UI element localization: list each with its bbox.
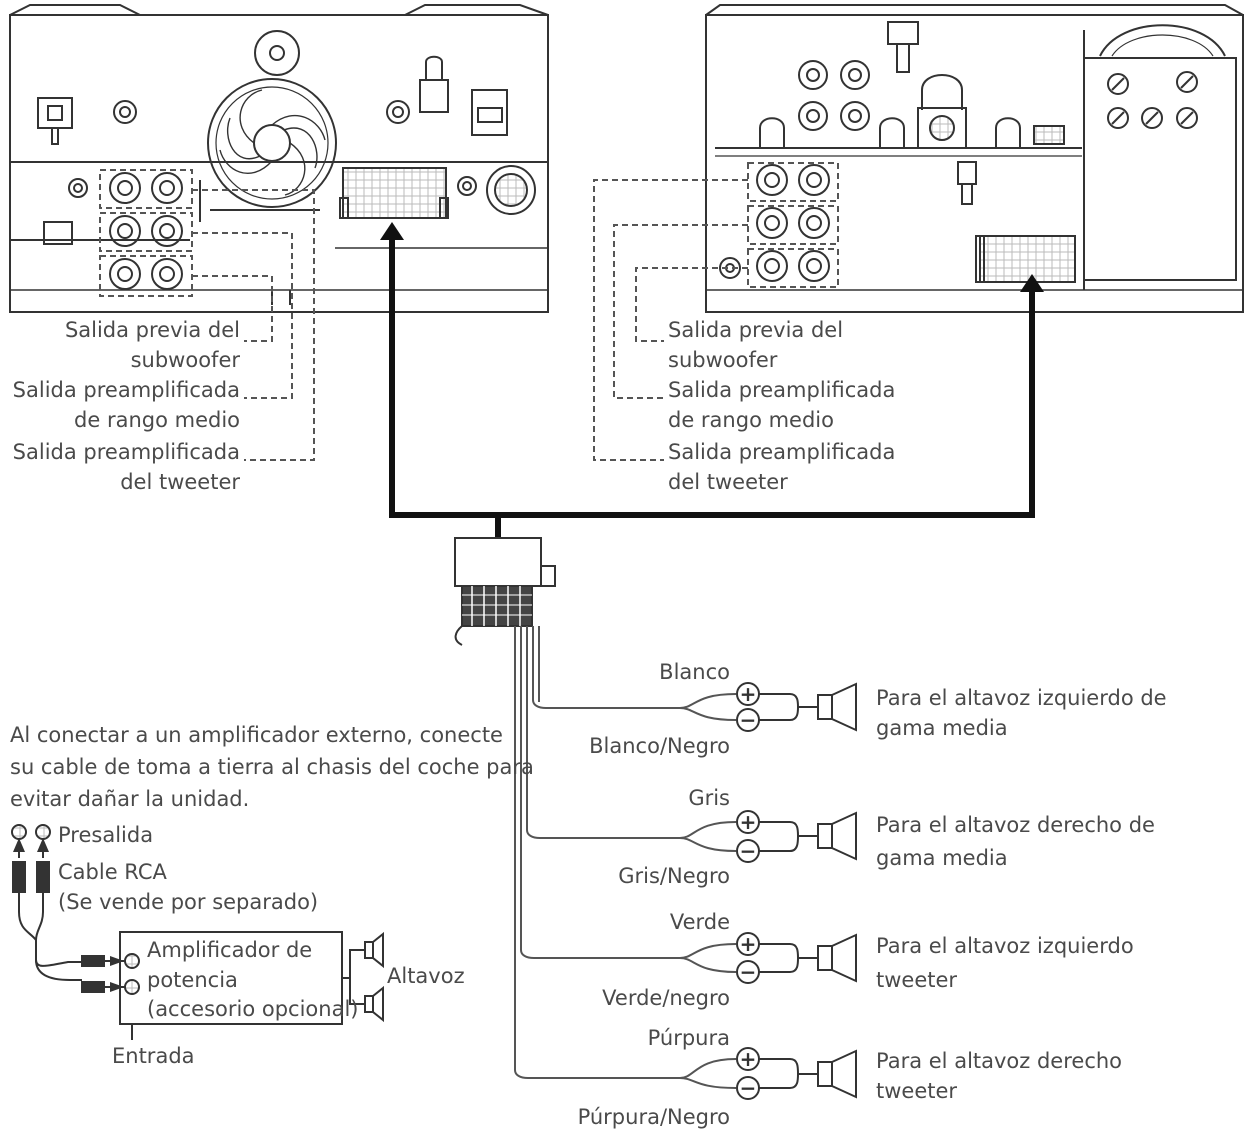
head-unit-right [705, 4, 1244, 313]
cable-rca-label-1: Cable RCA [58, 860, 167, 884]
amp-note-line-2: su cable de toma a tierra al chasis del … [10, 755, 534, 779]
terminal-minus-2: − [736, 839, 760, 863]
right-tweeter-label-2: del tweeter [668, 470, 788, 494]
wire-label-gris-negro: Gris/Negro [618, 864, 730, 888]
right-preout-dashed-leaders [593, 162, 839, 461]
amplifier-section [11, 824, 384, 1040]
left-tweeter-label-1: Salida preamplificada [12, 440, 240, 464]
svg-text:−: − [740, 708, 757, 732]
wire-label-verde-negro: Verde/negro [602, 986, 730, 1010]
amp-note-line-1: Al conectar a un amplificador externo, c… [10, 723, 503, 747]
right-subwoofer-label-2: subwoofer [668, 348, 778, 372]
dest-label-1b: gama media [876, 716, 1008, 740]
amplifier-label-2: potencia [147, 968, 238, 992]
dest-label-2b: gama media [876, 846, 1008, 870]
altavoz-label: Altavoz [387, 964, 465, 988]
wire-label-purpura-negro: Púrpura/Negro [577, 1105, 730, 1129]
wire-label-purpura: Púrpura [647, 1026, 730, 1050]
svg-text:−: − [740, 1076, 757, 1100]
svg-text:+: + [740, 682, 757, 706]
dest-label-1a: Para el altavoz izquierdo de [876, 686, 1167, 710]
left-subwoofer-label-2: subwoofer [130, 348, 240, 372]
svg-text:+: + [740, 1047, 757, 1071]
dest-label-4b: tweeter [876, 1079, 958, 1103]
entrada-label: Entrada [112, 1044, 195, 1068]
left-preout-dashed-leaders [99, 169, 315, 461]
harness-cables [389, 238, 1035, 540]
arrow-up-icon [13, 838, 25, 852]
right-tweeter-label-1: Salida preamplificada [668, 440, 896, 464]
cable-rca-label-2: (Se vende por separado) [58, 890, 319, 914]
terminal-minus-1: − [736, 708, 760, 732]
left-tweeter-label-2: del tweeter [120, 470, 240, 494]
svg-text:−: − [740, 839, 757, 863]
terminal-plus-2: + [736, 810, 760, 834]
dest-label-4a: Para el altavoz derecho [876, 1049, 1123, 1073]
amplifier-label-1: Amplificador de [147, 938, 313, 962]
right-midrange-label-2: de rango medio [668, 408, 834, 432]
amplifier-label-3: (accesorio opcional) [147, 997, 359, 1021]
left-midrange-label-2: de rango medio [74, 408, 240, 432]
amp-note-line-3: evitar dañar la unidad. [10, 787, 250, 811]
terminal-minus-4: − [736, 1076, 760, 1100]
svg-text:−: − [740, 960, 757, 984]
wire-bundle [514, 626, 680, 1079]
left-subwoofer-label-1: Salida previa del [64, 318, 240, 342]
speaker-icon [817, 682, 857, 1099]
dest-label-3b: tweeter [876, 968, 958, 992]
harness-connector [454, 537, 556, 646]
dest-label-3a: Para el altavoz izquierdo [876, 934, 1134, 958]
arrow-right-icon [110, 956, 124, 966]
speaker-links [759, 693, 818, 1089]
wire-label-gris: Gris [688, 786, 730, 810]
wire-branches [679, 693, 737, 1089]
svg-text:+: + [740, 932, 757, 956]
svg-text:+: + [740, 810, 757, 834]
wire-label-blanco: Blanco [659, 660, 730, 684]
right-subwoofer-label-1: Salida previa del [668, 318, 844, 342]
head-unit-left [9, 4, 549, 313]
wire-label-verde: Verde [669, 910, 730, 934]
dest-label-2a: Para el altavoz derecho de [876, 813, 1155, 837]
presalida-label: Presalida [58, 823, 154, 847]
arrow-up-icon [37, 838, 49, 852]
terminal-minus-3: − [736, 960, 760, 984]
terminal-plus-3: + [736, 932, 760, 956]
right-midrange-label-1: Salida preamplificada [668, 378, 896, 402]
wire-label-blanco-negro: Blanco/Negro [589, 734, 730, 758]
arrow-right-icon [110, 982, 124, 992]
terminal-plus-4: + [736, 1047, 760, 1071]
left-midrange-label-1: Salida preamplificada [12, 378, 240, 402]
terminal-plus-1: + [736, 682, 760, 706]
arrow-left-connector [380, 222, 404, 240]
arrow-right-connector [1020, 274, 1044, 292]
